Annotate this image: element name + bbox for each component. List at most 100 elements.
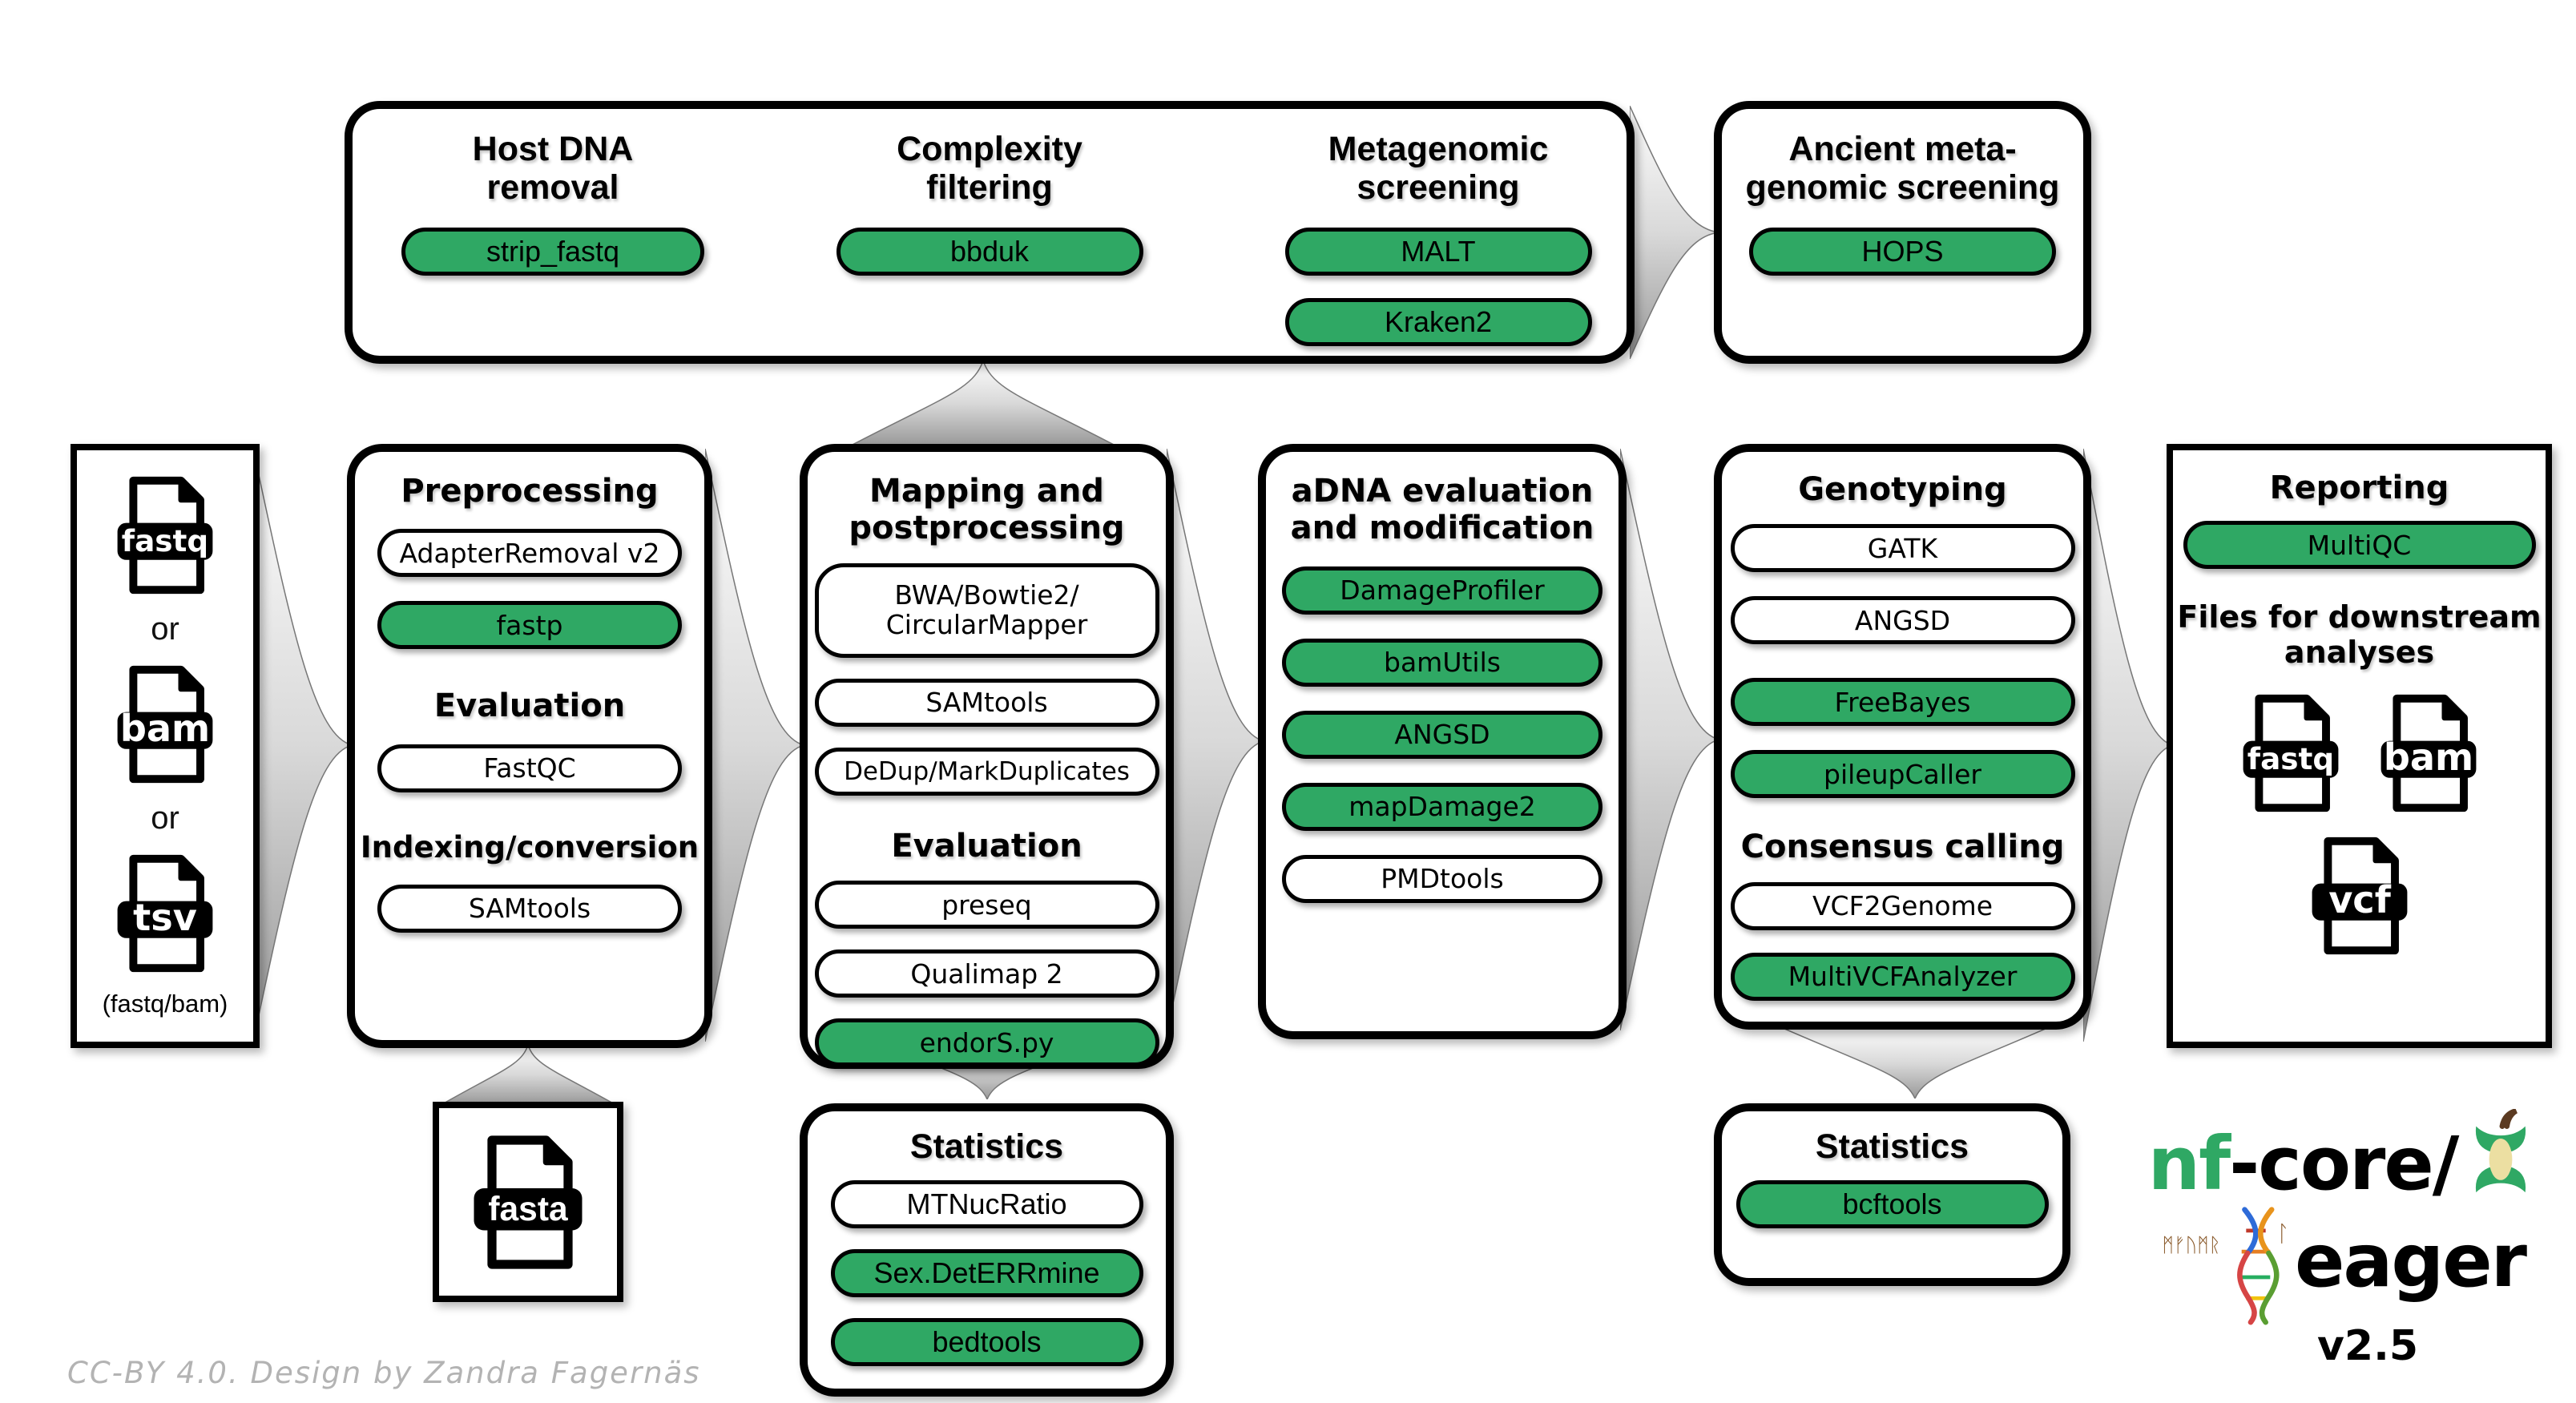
tool-label: MTNucRatio: [906, 1187, 1067, 1221]
nf-core-eager-logo: nf-core/ ᛗᚠᚢᛗᚱ ᛚ eager: [2119, 1109, 2568, 1370]
or-label: or: [151, 611, 179, 647]
host-dna-removal-title: Host DNA removal: [472, 130, 634, 208]
tool-pill-pileupcaller: pileupCaller: [1730, 750, 2075, 799]
bam-file-icon: bam: [117, 665, 213, 783]
tool-pill-freebayes: FreeBayes: [1730, 678, 2075, 727]
tool-label: Kraken2: [1384, 305, 1493, 339]
mapping-box: Mapping and postprocessing BWA/Bowtie2/ …: [800, 444, 1174, 1069]
tool-label: DamageProfiler: [1340, 575, 1545, 607]
tool-label: SAMtools: [468, 893, 591, 925]
tool-label: endorS.py: [919, 1026, 1054, 1058]
tool-label: Sex.DetERRmine: [873, 1256, 1100, 1290]
file-type-label: tsv: [133, 896, 197, 939]
bam-file-icon: bam: [2380, 694, 2476, 812]
file-type-label: bam: [120, 707, 210, 750]
file-type-label: vcf: [2328, 877, 2391, 921]
ancient-screening-box: Ancient meta- genomic screening HOPS: [1714, 101, 2091, 364]
downstream-files-title: Files for downstream analyses: [2177, 599, 2542, 671]
tool-label: VCF2Genome: [1812, 890, 1993, 922]
vcf-file-icon: vcf: [2312, 837, 2407, 954]
tool-pill-endors-py: endorS.py: [814, 1018, 1159, 1067]
tool-label: MultiVCFAnalyzer: [1788, 961, 2018, 993]
tool-label: bedtools: [932, 1325, 1042, 1359]
flow-arrow-mapping-to-screening: [851, 361, 1115, 445]
metagenomic-screening-title: Metagenomic screening: [1328, 130, 1549, 208]
tool-label: fastp: [496, 609, 563, 641]
license-credit: CC-BY 4.0. Design by Zandra Fagernäs: [67, 1356, 701, 1390]
tool-pill-qualimap2: Qualimap 2: [814, 949, 1159, 998]
tool-pill-malt: MALT: [1284, 228, 1592, 276]
logo-nf-text: nf: [2147, 1120, 2231, 1207]
tool-pill-hops: HOPS: [1749, 228, 2056, 276]
rune-text: ᛗᚠᚢᛗᚱ: [2162, 1233, 2220, 1256]
apple-core-icon: [2476, 1109, 2526, 1193]
screening-box: Host DNA removal strip_fastq Complexity …: [345, 101, 1635, 364]
input-files-box: fastq or bam or tsv (fastq/bam): [71, 444, 260, 1048]
input-caption: (fastq/bam): [102, 990, 228, 1018]
tool-label: preseq: [941, 889, 1032, 921]
statistics-title: Statistics: [1815, 1127, 1969, 1166]
tool-pill-gatk: GATK: [1730, 524, 2075, 573]
tool-pill-samtools: SAMtools: [814, 678, 1159, 727]
tool-pill-kraken2: Kraken2: [1284, 298, 1592, 347]
tool-label: ANGSD: [1854, 604, 1951, 636]
tool-label: mapDamage2: [1348, 791, 1536, 823]
flow-arrow-screening-to-ancient: [1630, 106, 1719, 359]
genotyping-box: Genotyping GATK ANGSD FreeBayes pileupCa…: [1714, 444, 2091, 1030]
statistics-mapping-box: Statistics MTNucRatio Sex.DetERRmine bed…: [800, 1103, 1174, 1397]
reporting-box: Reporting MultiQC Files for downstream a…: [2167, 444, 2552, 1048]
statistics-title: Statistics: [909, 1127, 1064, 1166]
flow-arrow-genotyping-to-statistics: [1783, 1028, 2047, 1099]
evaluation-title: Evaluation: [891, 827, 1082, 865]
file-type-label: fastq: [2247, 740, 2333, 776]
tool-label: FreeBayes: [1834, 686, 1971, 718]
tool-label: PMDtools: [1381, 863, 1504, 895]
flow-arrow-mapping-to-adna: [1167, 449, 1264, 1034]
tsv-file-icon: tsv: [117, 854, 213, 972]
consensus-calling-title: Consensus calling: [1740, 828, 2065, 866]
complexity-filtering-section: Complexity filtering bbduk: [829, 130, 1150, 276]
rune-l: ᛚ: [2276, 1220, 2290, 1247]
tool-label: FastQC: [483, 752, 576, 784]
tool-label: SAMtools: [925, 687, 1048, 719]
tool-pill-bwa-bowtie2-circularmapper: BWA/Bowtie2/ CircularMapper: [814, 562, 1159, 658]
tool-label: MultiQC: [2307, 529, 2412, 561]
tool-pill-strip-fastq: strip_fastq: [401, 228, 704, 276]
fastq-file-icon: fastq: [117, 476, 213, 594]
fasta-reference-box: fasta: [433, 1102, 623, 1302]
tool-pill-bamutils: bamUtils: [1282, 638, 1602, 687]
logo-core-text: -core/: [2229, 1120, 2459, 1207]
downstream-files-row: fastq bam: [2238, 691, 2481, 815]
tool-pill-mapdamage2: mapDamage2: [1282, 782, 1602, 831]
preprocessing-title: Preprocessing: [401, 473, 659, 510]
tool-pill-fastqc: FastQC: [377, 744, 682, 792]
tool-label: DeDup/MarkDuplicates: [844, 756, 1130, 786]
flow-arrow-input-to-preprocessing: [253, 449, 353, 1042]
fasta-file-icon: fasta: [474, 1135, 583, 1269]
tool-label: bbduk: [949, 235, 1030, 268]
tool-pill-angsd: ANGSD: [1282, 710, 1602, 759]
tool-pill-bbduk: bbduk: [836, 228, 1143, 276]
tool-label: ANGSD: [1394, 719, 1490, 751]
indexing-conversion-title: Indexing/conversion: [360, 829, 699, 865]
tool-pill-sexdeterrmine: Sex.DetERRmine: [830, 1249, 1143, 1298]
flow-arrow-fasta-to-preprocessing: [442, 1045, 615, 1104]
logo-line-2: ᛗᚠᚢᛗᚱ ᛚ eager: [2162, 1200, 2527, 1325]
tool-label: bamUtils: [1384, 647, 1501, 679]
tool-label: pileupCaller: [1824, 758, 1981, 790]
tool-label: BWA/Bowtie2/ CircularMapper: [885, 579, 1088, 640]
file-type-label: fastq: [122, 522, 208, 558]
adna-title: aDNA evaluation and modification: [1290, 473, 1594, 547]
tool-label: MALT: [1401, 235, 1476, 268]
tool-pill-fastp: fastp: [377, 601, 682, 650]
flow-arrow-genotyping-to-reporting: [2083, 449, 2173, 1042]
statistics-genotyping-box: Statistics bcftools: [1714, 1103, 2070, 1286]
dna-helix-icon: ᛗᚠᚢᛗᚱ ᛚ: [2162, 1207, 2290, 1325]
ancient-screening-title: Ancient meta- genomic screening: [1745, 130, 2060, 208]
tool-label: Qualimap 2: [910, 958, 1063, 990]
adna-box: aDNA evaluation and modification DamageP…: [1258, 444, 1627, 1039]
tool-label: AdapterRemoval v2: [399, 537, 660, 569]
tool-pill-mtnucratio: MTNucRatio: [830, 1180, 1143, 1229]
tool-pill-preseq: preseq: [814, 881, 1159, 929]
